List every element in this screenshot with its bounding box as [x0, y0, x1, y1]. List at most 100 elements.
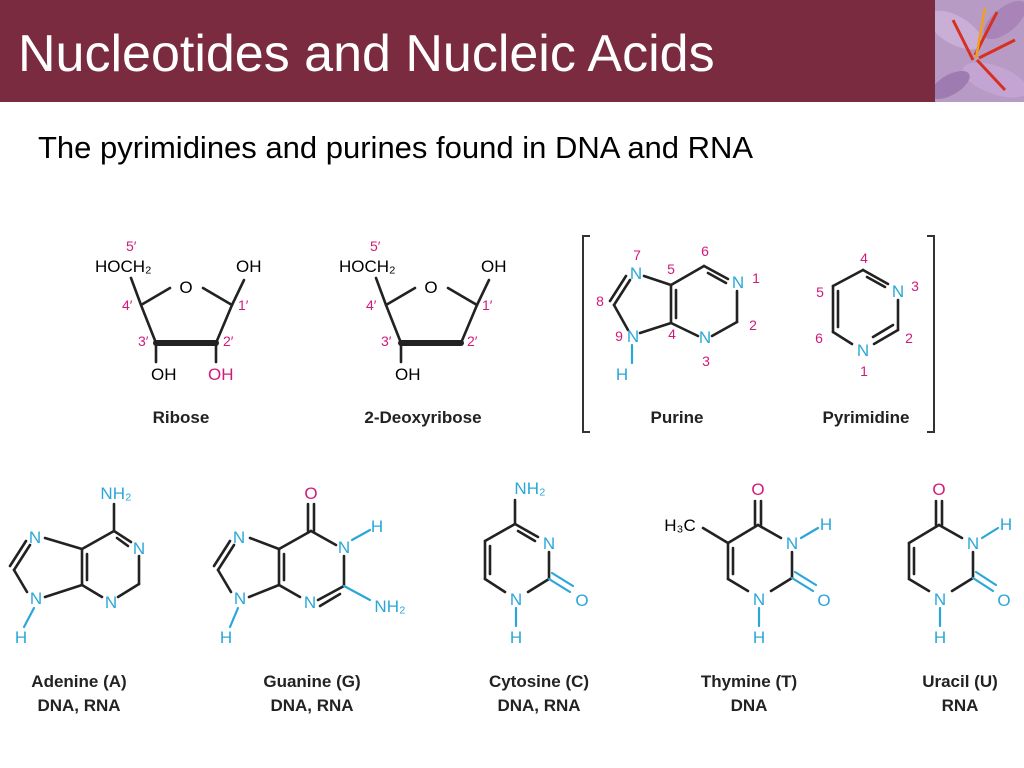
pyrimidine-pos-5: 5 [816, 284, 824, 300]
pyrimidine-pos-6: 6 [815, 330, 823, 346]
deoxyribose-structure: O HOCH₂ OH OH 5′ 4′ 3′ 2′ 1′ 2-Deoxyribo… [339, 238, 507, 427]
thymine-name: Thymine (T) [701, 672, 797, 691]
thymine-found-in: DNA [731, 696, 768, 715]
ribose-name: Ribose [153, 408, 210, 427]
cytosine-h1: H [510, 628, 522, 647]
adenine-name: Adenine (A) [31, 672, 126, 691]
adenine-structure: NH₂ N N N N H Adenine (A) DNA, RNA [8, 484, 145, 715]
adenine-n7: N [29, 528, 41, 547]
purine-n1: N [732, 273, 744, 292]
deoxyribose-oh-3: OH [395, 365, 421, 384]
pyrimidine-n1: N [857, 341, 869, 360]
purine-n9: N [627, 327, 639, 346]
title-bar: Nucleotides and Nucleic Acids [0, 0, 935, 102]
purine-n7: N [630, 264, 642, 283]
guanine-nh2: NH₂ [374, 597, 405, 616]
saffron-flower-photo [935, 0, 1024, 102]
guanine-n7: N [233, 528, 245, 547]
deoxyribose-pos-4: 4′ [366, 297, 377, 313]
uracil-h3: H [1000, 515, 1012, 534]
uracil-found-in: RNA [942, 696, 979, 715]
thymine-o2: O [817, 591, 830, 610]
ribose-oh-1: OH [236, 257, 262, 276]
pyrimidine-pos-4: 4 [860, 250, 868, 266]
purine-pos-1: 1 [752, 270, 760, 286]
thymine-h3: H [820, 515, 832, 534]
deoxyribose-pos-1: 1′ [482, 297, 493, 313]
purine-pos-3: 3 [702, 353, 710, 369]
thymine-h1: H [753, 628, 765, 647]
pyrimidine-n3: N [892, 282, 904, 301]
uracil-o2: O [997, 591, 1010, 610]
guanine-structure: O N N H N N NH₂ H Guanine (G) DNA, RNA [212, 484, 406, 715]
uracil-name: Uracil (U) [922, 672, 998, 691]
cytosine-n3: N [543, 534, 555, 553]
cytosine-o2: O [575, 591, 588, 610]
deoxyribose-oh-1: OH [481, 257, 507, 276]
purine-pos-5: 5 [667, 261, 675, 277]
deoxyribose-hoch2: HOCH₂ [339, 257, 396, 276]
ribose-oh-3: OH [151, 365, 177, 384]
pyrimidine-pos-3: 3 [911, 278, 919, 294]
left-bracket [582, 235, 590, 433]
ribose-ring-oxygen: O [179, 278, 192, 297]
guanine-h9: H [220, 628, 232, 647]
guanine-n3: N [304, 593, 316, 612]
purine-pos-8: 8 [596, 293, 604, 309]
cytosine-nh2: NH₂ [514, 479, 545, 498]
cytosine-structure: NH₂ N N O H Cytosine (C) DNA, RNA [483, 479, 589, 715]
guanine-n9: N [234, 589, 246, 608]
uracil-n1: N [934, 590, 946, 609]
ribose-oh-2: OH [208, 365, 234, 384]
ribose-pos-2: 2′ [223, 333, 234, 349]
deoxyribose-ring-oxygen: O [424, 278, 437, 297]
pyrimidine-pos-1: 1 [860, 363, 868, 379]
purine-pos-9: 9 [615, 328, 623, 344]
pyrimidine-structure: N N 4 5 3 6 2 1 Pyrimidine [815, 250, 919, 427]
ribose-pos-4: 4′ [122, 297, 133, 313]
purine-n3: N [699, 328, 711, 347]
guanine-found-in: DNA, RNA [270, 696, 353, 715]
purine-pos-4: 4 [668, 326, 676, 342]
pyrimidine-pos-2: 2 [905, 330, 913, 346]
guanine-name: Guanine (G) [263, 672, 360, 691]
uracil-structure: O N H N O H Uracil (U) RNA [907, 480, 1012, 715]
deoxyribose-pos-5: 5′ [370, 238, 381, 254]
ribose-hoch2: HOCH₂ [95, 257, 152, 276]
thymine-h3c: H₃C [664, 516, 695, 535]
purine-pos-7: 7 [633, 247, 641, 263]
deoxyribose-pos-2: 2′ [467, 333, 478, 349]
adenine-h9: H [15, 628, 27, 647]
adenine-found-in: DNA, RNA [37, 696, 120, 715]
ribose-pos-5: 5′ [126, 238, 137, 254]
thymine-structure: O H₃C N H N O H Thymine (T) DNA [664, 480, 832, 715]
slide-title: Nucleotides and Nucleic Acids [18, 25, 715, 83]
guanine-o6: O [304, 484, 317, 503]
guanine-h1: H [371, 517, 383, 536]
deoxyribose-pos-3: 3′ [381, 333, 392, 349]
purine-pos-6: 6 [701, 243, 709, 259]
thymine-n1: N [753, 590, 765, 609]
thymine-o4: O [751, 480, 764, 499]
thymine-n3: N [786, 534, 798, 553]
ribose-pos-1: 1′ [238, 297, 249, 313]
adenine-nh2: NH₂ [100, 484, 131, 503]
purine-h9: H [616, 365, 628, 384]
purine-name: Purine [651, 408, 704, 427]
cytosine-name: Cytosine (C) [489, 672, 589, 691]
ribose-pos-3: 3′ [138, 333, 149, 349]
guanine-n1: N [338, 538, 350, 557]
adenine-n3: N [105, 593, 117, 612]
slide-subtitle: The pyrimidines and purines found in DNA… [38, 130, 754, 165]
cytosine-n1: N [510, 590, 522, 609]
right-bracket [927, 235, 935, 433]
uracil-h1: H [934, 628, 946, 647]
adenine-n1: N [133, 539, 145, 558]
ribose-structure: O HOCH₂ OH OH OH 5′ 4′ 3′ 2′ 1′ Ribose [95, 238, 262, 427]
purine-pos-2: 2 [749, 317, 757, 333]
uracil-o4: O [932, 480, 945, 499]
purine-structure: N N N N H 6 5 7 1 8 2 9 4 3 Purine [596, 243, 760, 427]
pyrimidine-name: Pyrimidine [823, 408, 910, 427]
deoxyribose-name: 2-Deoxyribose [364, 408, 481, 427]
